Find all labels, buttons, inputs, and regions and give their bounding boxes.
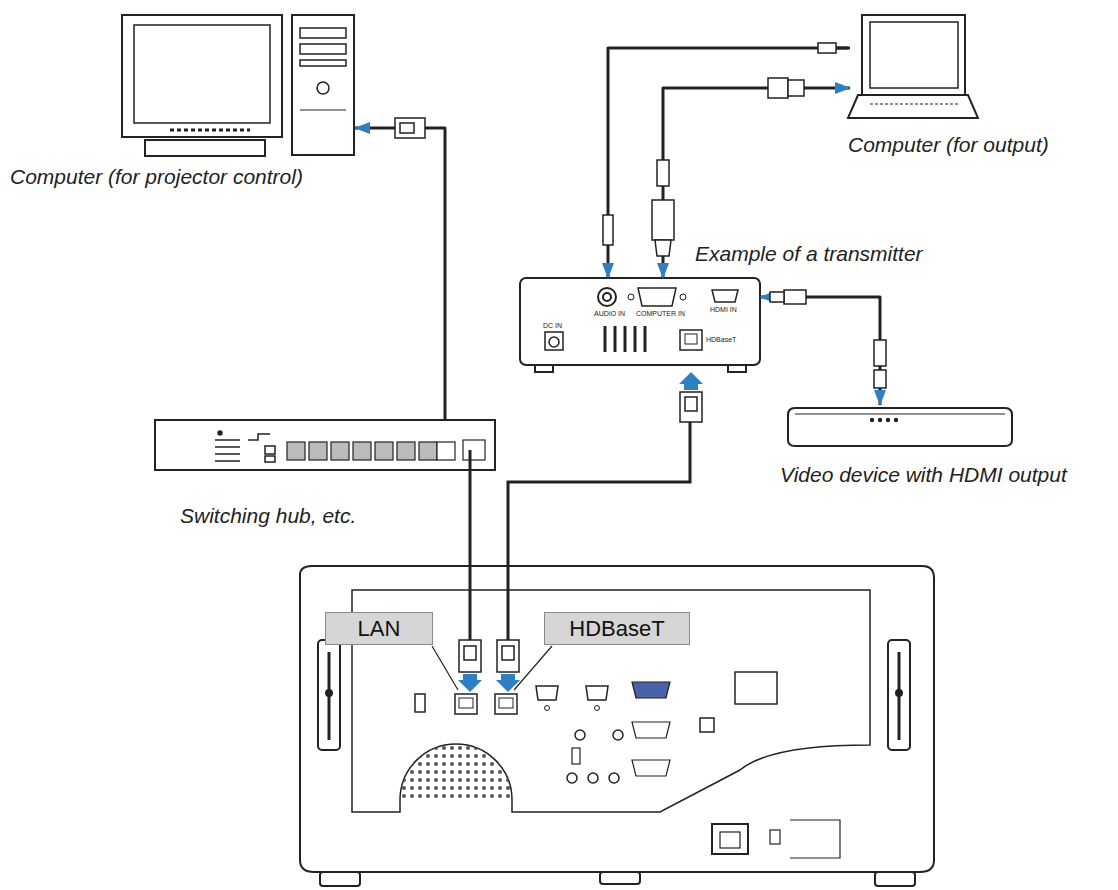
cable bbox=[355, 128, 445, 420]
device-caption: Example of a transmitter bbox=[695, 242, 923, 266]
device-node: Video device with HDMI output bbox=[788, 405, 1013, 448]
device-caption: Switching hub, etc. bbox=[180, 504, 356, 528]
port-label: DC IN bbox=[543, 322, 562, 329]
device-node: Switching hub, etc. bbox=[155, 420, 495, 472]
device-caption: Computer (for output) bbox=[848, 133, 1049, 157]
port-label: HDBaseT bbox=[706, 336, 736, 343]
callout-box: LAN bbox=[325, 612, 433, 645]
device-node: Computer (for projector control) bbox=[120, 15, 355, 160]
device-caption: Computer (for projector control) bbox=[10, 165, 303, 189]
callout-label: HDBaseT bbox=[569, 616, 664, 642]
callout-box: HDBaseT bbox=[544, 612, 690, 645]
port-label: AUDIO IN bbox=[594, 310, 625, 317]
device-node: Computer (for output) bbox=[850, 15, 978, 120]
cable bbox=[760, 297, 880, 405]
port-label: COMPUTER IN bbox=[636, 310, 685, 317]
device-caption: Video device with HDMI output bbox=[780, 463, 1067, 487]
callout-label: LAN bbox=[358, 616, 401, 642]
port-label: HDMI IN bbox=[710, 306, 737, 313]
